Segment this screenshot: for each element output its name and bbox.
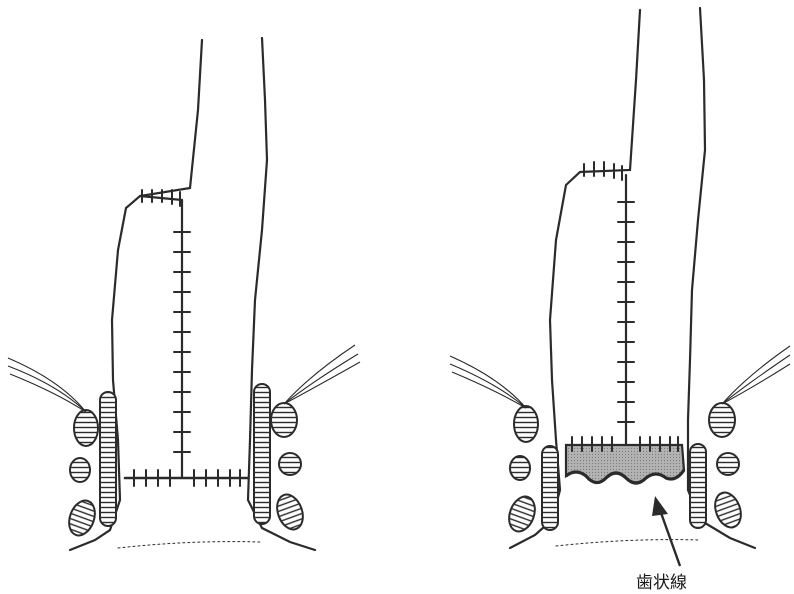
right-ext-sphincter-l2 [510, 456, 530, 480]
left-internal-sphincter-r [254, 384, 270, 524]
dentate-line-label: 歯状線 [636, 568, 687, 593]
left-internal-sphincter-l [100, 392, 116, 526]
left-ext-sphincter-r1 [271, 403, 297, 437]
right-ext-sphincter-l3 [505, 493, 540, 535]
right-internal-sphincter-r [690, 444, 706, 528]
right-ext-sphincter-l1 [514, 406, 538, 442]
left-threads [8, 345, 360, 412]
left-ext-sphincter-l3 [65, 497, 100, 539]
left-top-stitches [142, 190, 180, 206]
right-ext-sphincter-r1 [709, 403, 735, 437]
left-sphincters [65, 384, 308, 539]
left-ext-sphincter-r2 [279, 453, 301, 475]
dentate-arrow [652, 496, 680, 566]
right-threads [450, 346, 790, 408]
left-ext-sphincter-l1 [74, 410, 98, 446]
left-ext-sphincter-l2 [70, 458, 90, 482]
right-skin-line [556, 540, 700, 546]
right-ext-sphincter-r3 [711, 489, 746, 531]
right-internal-sphincter-l [542, 446, 558, 530]
right-ext-sphincter-r2 [717, 453, 739, 475]
left-ext-sphincter-r3 [273, 491, 308, 533]
left-skin-line [118, 542, 260, 548]
